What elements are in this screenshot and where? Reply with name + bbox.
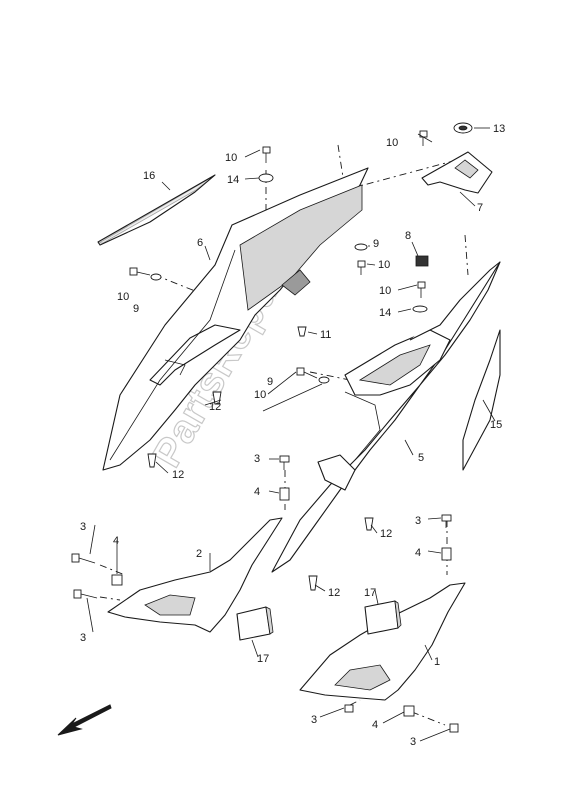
callout-15: 15 <box>490 419 502 431</box>
part-1-lower-panel-right <box>299 582 466 701</box>
callout-3: 3 <box>80 632 86 644</box>
callout-10: 10 <box>225 152 237 164</box>
part-2-lower-panel-left <box>107 517 283 633</box>
callout-3: 3 <box>410 736 416 748</box>
callout-10: 10 <box>386 137 398 149</box>
callout-12: 12 <box>209 401 221 413</box>
callout-10: 10 <box>378 259 390 271</box>
callout-4: 4 <box>415 547 421 559</box>
callout-7: 7 <box>477 202 483 214</box>
callout-leaders <box>86 127 496 742</box>
callout-9: 9 <box>267 376 273 388</box>
callout-labels: 1 2 3 3 3 3 3 3 4 4 4 4 5 6 7 8 9 9 9 10… <box>80 123 505 748</box>
callout-16: 16 <box>143 170 155 182</box>
callout-10: 10 <box>254 389 266 401</box>
part-6-side-cover-left <box>102 167 369 471</box>
callout-4: 4 <box>372 719 378 731</box>
callout-6: 6 <box>197 237 203 249</box>
callout-12: 12 <box>328 587 340 599</box>
callout-12: 12 <box>380 528 392 540</box>
callout-9: 9 <box>373 238 379 250</box>
part-7-bracket <box>421 151 493 194</box>
callout-5: 5 <box>418 452 424 464</box>
callout-3: 3 <box>254 453 260 465</box>
callout-4: 4 <box>113 535 119 547</box>
part-8-nut <box>415 255 429 267</box>
part-15-decal-right <box>462 329 501 471</box>
callout-11: 11 <box>320 329 331 341</box>
part-17-pads <box>236 600 402 641</box>
callout-3: 3 <box>80 521 86 533</box>
callout-17: 17 <box>257 653 269 665</box>
callout-1: 1 <box>434 656 440 668</box>
callout-4: 4 <box>254 486 260 498</box>
callout-14: 14 <box>379 307 391 319</box>
callout-3: 3 <box>415 515 421 527</box>
callout-13: 13 <box>493 123 505 135</box>
callout-8: 8 <box>405 230 411 242</box>
callout-12: 12 <box>172 469 184 481</box>
part-16-decal-left <box>97 174 216 246</box>
callout-9: 9 <box>133 303 139 315</box>
front-direction-arrow-icon <box>57 704 112 736</box>
callout-10: 10 <box>379 285 391 297</box>
callout-17: 17 <box>364 587 376 599</box>
callout-3: 3 <box>311 714 317 726</box>
part-5-side-cover-right <box>271 261 501 573</box>
callout-2: 2 <box>196 548 202 560</box>
part-13-grommet <box>453 122 473 134</box>
fasteners <box>71 130 459 733</box>
callout-14: 14 <box>227 174 239 186</box>
callout-10: 10 <box>117 291 129 303</box>
